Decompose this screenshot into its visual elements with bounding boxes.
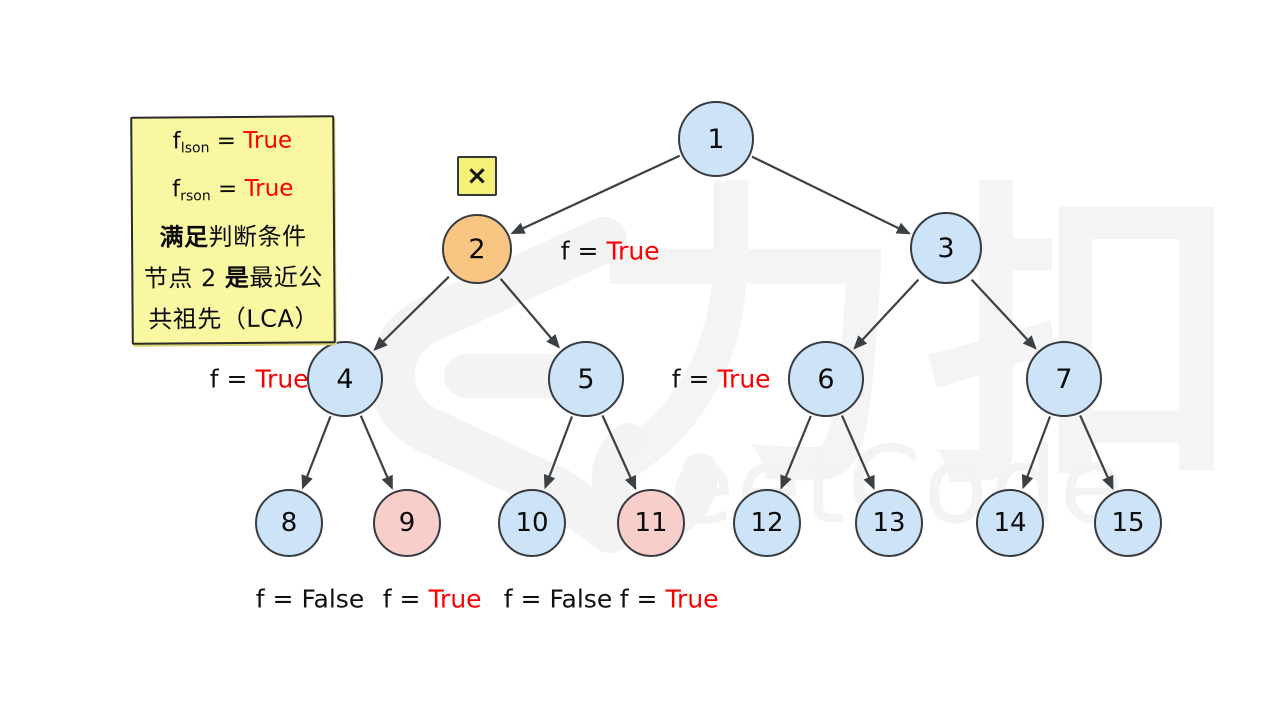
- tree-node-3: 3: [910, 212, 982, 284]
- note-line-node2-is: 节点 2 是最近公: [144, 257, 323, 299]
- tree-node-14: 14: [976, 489, 1044, 557]
- x-marker-symbol: ×: [466, 161, 488, 191]
- note-value: True: [243, 127, 293, 154]
- f-label-value: False: [549, 584, 613, 614]
- f-label-node2: f = True: [529, 208, 660, 295]
- edge-5-10: [543, 416, 574, 490]
- note-line-frson: frson = True: [172, 168, 294, 217]
- note-text: 最近公: [249, 262, 323, 292]
- note-equals: =: [210, 175, 245, 202]
- edge-3-7: [970, 278, 1037, 350]
- note-line-lca: 共祖先（LCA）: [148, 298, 319, 340]
- edge-4-8: [301, 415, 332, 490]
- explanation-note: flson = True frson = True 满足判断条件 节点 2 是最…: [130, 115, 336, 345]
- tree-node-11-target: 11: [617, 489, 685, 557]
- edge-7-14: [1021, 416, 1052, 490]
- f-label-prefix: f =: [255, 584, 302, 614]
- tree-node-9-target: 9: [373, 489, 441, 557]
- edge-5-11: [601, 415, 637, 491]
- tree-node-2-lca: 2: [442, 214, 512, 284]
- note-text: 判断条件: [208, 221, 307, 251]
- x-marker-box: ×: [457, 156, 497, 196]
- f-label-prefix: f =: [560, 236, 607, 266]
- note-line-condition: 满足判断条件: [159, 216, 306, 258]
- tree-node-6: 6: [788, 341, 864, 417]
- note-bold-text: 是: [224, 263, 250, 292]
- edge-1-3: [751, 155, 911, 235]
- f-label-prefix: f =: [382, 584, 429, 614]
- tree-node-4: 4: [307, 341, 383, 417]
- f-label-prefix: f =: [209, 364, 256, 394]
- f-label-prefix: f =: [619, 584, 666, 614]
- tree-node-1: 1: [678, 101, 754, 177]
- edge-4-9: [359, 415, 394, 490]
- note-text: 节点 2: [143, 263, 225, 293]
- note-subscript: lson: [180, 139, 210, 156]
- tree-node-13: 13: [855, 489, 923, 557]
- note-equals: =: [209, 127, 244, 154]
- tree-node-5: 5: [548, 341, 624, 417]
- edge-7-15: [1079, 415, 1114, 491]
- tree-node-12: 12: [733, 489, 801, 557]
- edge-6-12: [780, 415, 812, 490]
- f-label-prefix: f =: [503, 584, 550, 614]
- tree-node-7: 7: [1026, 341, 1102, 417]
- f-label-node11: f = True: [588, 556, 719, 643]
- note-text: 共祖先（LCA）: [148, 303, 319, 334]
- f-label-node9: f = True: [351, 556, 482, 643]
- tree-node-8: 8: [255, 489, 323, 557]
- f-label-value: True: [255, 364, 309, 394]
- f-label-value: True: [717, 364, 771, 394]
- note-bold-text: 满足: [159, 222, 209, 252]
- f-label-node10: f = False: [472, 556, 612, 643]
- edge-2-4: [373, 275, 450, 351]
- tree-node-10: 10: [498, 489, 566, 557]
- f-label-node8: f = False: [224, 556, 364, 643]
- edge-2-5: [499, 278, 560, 349]
- f-label-value: False: [301, 584, 365, 614]
- edge-3-6: [853, 278, 920, 350]
- edge-1-2: [510, 154, 681, 235]
- f-label-node5: f = True: [640, 336, 771, 423]
- edge-6-13: [840, 415, 875, 491]
- f-label-value: True: [606, 236, 660, 266]
- note-line-flson: flson = True: [172, 120, 293, 169]
- tree-node-15: 15: [1094, 489, 1162, 557]
- f-label-prefix: f =: [671, 364, 718, 394]
- f-label-value: True: [428, 584, 482, 614]
- note-subscript: rson: [180, 187, 211, 204]
- note-value: True: [244, 175, 294, 202]
- f-label-value: True: [665, 584, 719, 614]
- f-label-node4: f = True: [178, 336, 309, 423]
